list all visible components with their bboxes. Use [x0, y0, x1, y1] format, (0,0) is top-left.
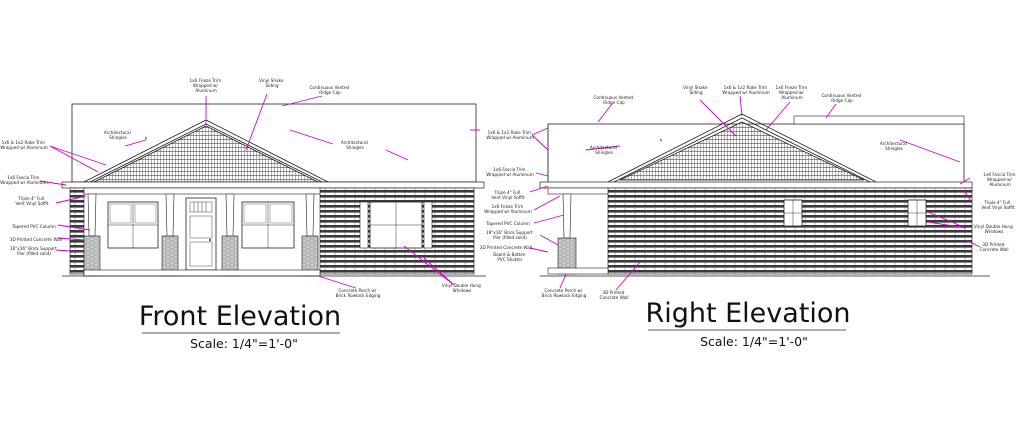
note-right-rake-trim-top: 1x6 & 1x2 Rake Trim	[724, 85, 767, 90]
note-right-concrete-wall-bottom: 3D Printed	[602, 290, 624, 295]
note-concrete-wall: 3D Printed Concrete Wall	[10, 237, 62, 242]
note-right-porch: Concrete Porch w/	[544, 288, 582, 293]
svg-text:Architectural Shingles: Architectural Shingles	[880, 141, 908, 151]
right-leaders	[529, 95, 981, 291]
front-windows	[107, 201, 433, 249]
note-frieze-trim: 1x6 Frieze Trim	[189, 78, 221, 83]
note-vinyl-shake: Vinyl Shake	[259, 78, 284, 83]
svg-text:1x6 Fascia Trim Wrappe: 1x6 Fascia Trim Wrapped w/ Aluminum	[486, 167, 534, 177]
note-porch: Concrete Porch w/	[338, 288, 376, 293]
note-right-brick-pier: 16"x16" Brick Support	[486, 230, 533, 235]
note-right-rake-trim: 1x6 & 1x2 Rake Trim	[488, 130, 531, 135]
note-shutter: Board & Batten	[493, 252, 526, 257]
right-notes: 1x6 & 1x2 Rake Trim Wrapped w/ Aluminum …	[480, 85, 1017, 300]
svg-text:Continuous Vented Ridg: Continuous Vented Ridge Cap	[822, 93, 863, 103]
svg-text:1x6 Frieze Trim Wrappe: 1x6 Frieze Trim Wrapped w/ Aluminum	[484, 204, 532, 214]
note-right-frieze-lower: 1x6 Frieze Trim	[491, 204, 523, 209]
front-brick-piers	[83, 235, 319, 277]
svg-text:1x6 Fascia Trim Wrappe: 1x6 Fascia Trim Wrapped w/ Aluminum	[0, 175, 48, 185]
svg-text:Architectural Shingles: Architectural Shingles	[104, 130, 132, 140]
note-soffit: Triple 4" Full	[18, 196, 45, 201]
right-elevation-title: Right Elevation	[645, 298, 850, 329]
note-right-soffit-2: Triple 4" Full	[984, 200, 1011, 205]
svg-text:1x6 & 1x2 Rake Trim Wr: 1x6 & 1x2 Rake Trim Wrapped w/ Aluminum	[486, 130, 534, 140]
note-right-pvc-column: Tapered PVC Column	[485, 221, 530, 226]
svg-text:Continuous Vented Ridg: Continuous Vented Ridge Cap	[310, 85, 351, 95]
svg-text:1x6 Fascia Trim Wrappe: 1x6 Fascia Trim Wrapped w/ Aluminum	[983, 172, 1017, 187]
svg-text:Board & Batten PVC Shu: Board & Batten PVC Shutter	[493, 252, 527, 262]
note-right-concrete-wall-right: 3D Printed	[982, 242, 1004, 247]
svg-text:Vinyl Double Hung Wind: Vinyl Double Hung Windows	[442, 283, 482, 293]
note-right-ridge-cap-2: Continuous Vented	[822, 93, 862, 98]
svg-text:Vinyl Shake Siding: Vinyl Shake Siding	[259, 78, 285, 88]
right-scale: Scale: 1/4"=1'-0"	[700, 334, 808, 349]
svg-text:Architectural Shingles: Architectural Shingles	[341, 140, 369, 150]
svg-text:16"x16" Brick Support: 16"x16" Brick Support Pier (filled solid…	[486, 230, 534, 240]
svg-text:Triple 4" Full Vent Vi: Triple 4" Full Vent Vinyl Soffit	[491, 190, 525, 200]
note-right-soffit: Triple 4" Full	[494, 190, 521, 195]
right-elevation: 4 1x	[480, 85, 1017, 349]
right-windows	[783, 199, 927, 227]
svg-text:Vinyl Double Hung Wind: Vinyl Double Hung Windows	[974, 224, 1014, 234]
front-notes: 1x6 Frieze Trim Wrapped w/ Aluminum Viny…	[0, 78, 527, 298]
svg-text:3D Printed Concrete Wa: 3D Printed Concrete Wall	[980, 242, 1009, 252]
front-elevation-title: Front Elevation	[139, 301, 341, 332]
note-right-ridge-cap: Continuous Vented	[594, 95, 634, 100]
note-rake-trim: 1x6 & 1x2 Rake Trim	[2, 140, 45, 145]
note-right-concrete-wall: 3D Printed Concrete Wall	[480, 245, 532, 250]
note-right-shingles-right: Architectural	[880, 141, 907, 146]
svg-text:Continuous Vented Ridg: Continuous Vented Ridge Cap	[594, 95, 635, 105]
front-columns	[87, 193, 315, 237]
svg-text:Architectural Shingles: Architectural Shingles	[590, 145, 618, 155]
svg-text:4: 4	[659, 137, 664, 143]
svg-text:Vinyl Shake Siding: Vinyl Shake Siding	[683, 85, 709, 95]
front-scale: Scale: 1/4"=1'-0"	[190, 336, 298, 351]
svg-text:1x6 Frieze Trim Wrappe: 1x6 Frieze Trim Wrapped w/ Aluminum	[775, 85, 808, 100]
note-brick-pier: 16"x16" Brick Support	[10, 246, 57, 251]
svg-text:Concrete Porch w/ Bric: Concrete Porch w/ Brick Rowlock Edging	[336, 288, 381, 298]
front-leaders	[39, 93, 480, 289]
svg-text:4: 4	[144, 135, 149, 141]
note-window: Vinyl Double Hung	[442, 283, 481, 288]
svg-text:3D Printed Concrete Wa: 3D Printed Concrete Wall	[600, 290, 629, 300]
svg-text:16"x16" Brick Support: 16"x16" Brick Support Pier (filled solid…	[10, 246, 58, 256]
right-gable-shake	[619, 121, 865, 181]
note-right-shingles-left: Architectural	[590, 145, 617, 150]
svg-text:1x6 & 1x2 Rake Trim Wr: 1x6 & 1x2 Rake Trim Wrapped w/ Aluminum	[722, 85, 770, 95]
note-right-window: Vinyl Double Hung	[974, 224, 1013, 229]
svg-text:1x6 & 1x2 Rake Trim Wr: 1x6 & 1x2 Rake Trim Wrapped w/ Aluminum	[0, 140, 48, 150]
svg-text:1x6 Frieze Trim Wrappe: 1x6 Frieze Trim Wrapped w/ Aluminum	[189, 78, 222, 93]
note-ridge-cap: Continuous Vented	[310, 85, 350, 90]
svg-text:Triple 4" Full Vent Vi: Triple 4" Full Vent Vinyl Soffit	[15, 196, 49, 206]
note-right-vinyl-shake: Vinyl Shake	[683, 85, 708, 90]
note-fascia-trim: 1x6 Fascia Trim	[7, 175, 39, 180]
front-door	[185, 197, 217, 271]
note-right-frieze-trim: 1x6 Frieze Trim	[775, 85, 807, 90]
note-shingles-left: Architectural	[104, 130, 131, 135]
svg-text:Triple 4" Full Vent Vi: Triple 4" Full Vent Vinyl Soffit	[981, 200, 1015, 210]
svg-text:Concrete Porch w/ Bric: Concrete Porch w/ Brick Rowlock Edging	[542, 288, 587, 298]
note-shingles-right: Architectural	[341, 140, 368, 145]
note-right-fascia-trim-2: 1x6 Fascia Trim	[983, 172, 1015, 177]
front-elevation: 4 1x6 Frieze Trim Wrapped w/	[0, 78, 527, 351]
note-right-fascia-trim: 1x6 Fascia Trim	[493, 167, 525, 172]
note-pvc-column: Tapered PVC Column	[11, 224, 56, 229]
